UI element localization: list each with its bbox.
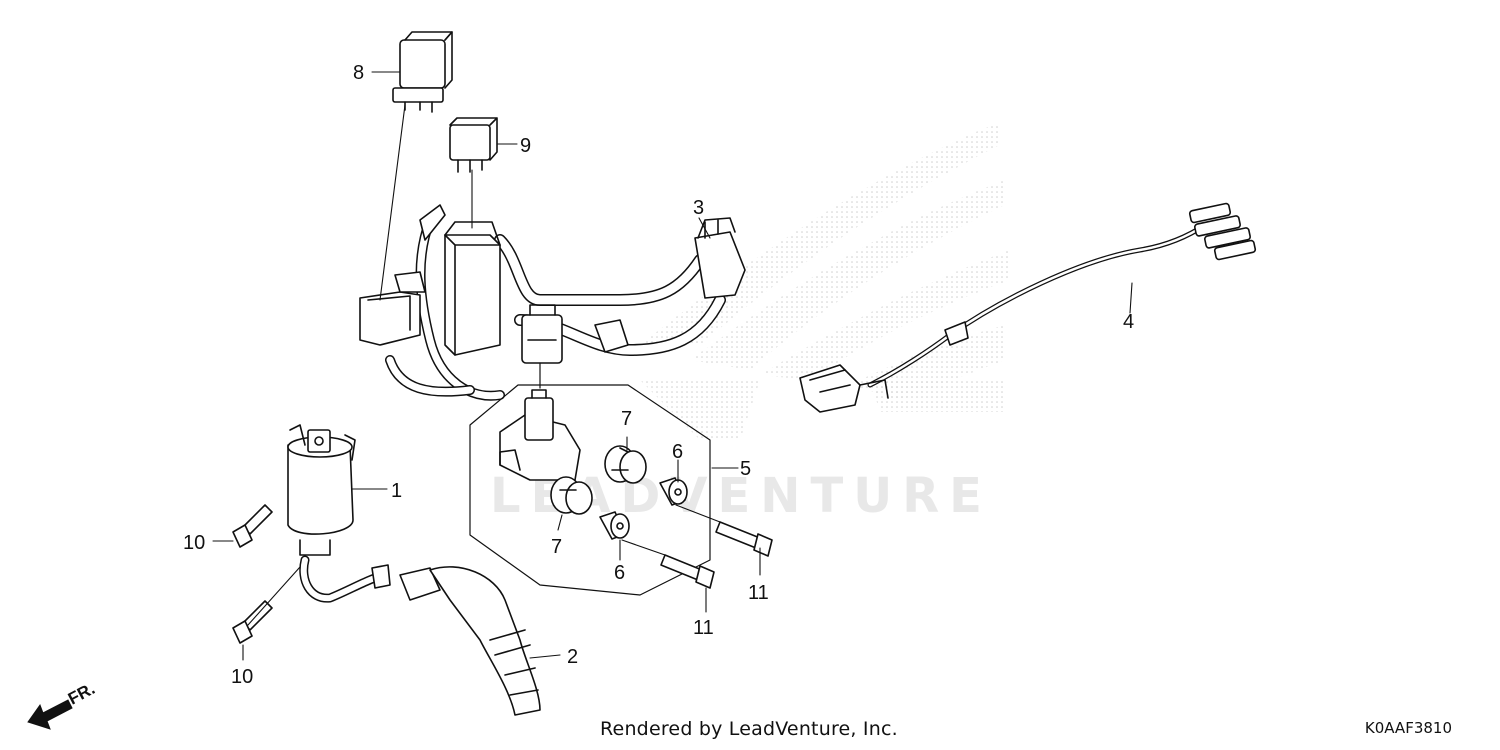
callout-9[interactable]: 9 (520, 135, 531, 157)
callout-1[interactable]: 1 (391, 480, 402, 502)
callout-7-lower[interactable]: 7 (551, 536, 562, 558)
callout-6-lower[interactable]: 6 (614, 562, 625, 584)
part-9-relay-icon[interactable] (449, 117, 498, 173)
part-8-relay-icon[interactable] (392, 31, 453, 113)
part-10-bolt-icon-lower[interactable] (232, 600, 273, 644)
callout-11-lower[interactable]: 11 (693, 617, 714, 639)
callout-10-upper[interactable]: 10 (183, 532, 205, 554)
part-1-ignition-coil-icon[interactable] (287, 424, 391, 603)
part-5-bracket-icon[interactable] (469, 362, 711, 596)
leader-lines (212, 71, 1133, 661)
callout-11-right[interactable]: 11 (748, 582, 769, 604)
part-10-bolt-icon[interactable] (232, 504, 273, 548)
callout-2[interactable]: 2 (567, 646, 578, 668)
callout-10-lower[interactable]: 10 (231, 666, 253, 688)
part-11-bolt-icon[interactable] (715, 521, 773, 557)
part-6-collar-icon[interactable] (659, 477, 688, 506)
front-direction-indicator: FR. (27, 679, 98, 730)
front-arrow-icon (27, 699, 73, 730)
callout-labels: 1 2 3 4 5 6 6 7 7 8 9 10 10 11 11 (183, 62, 1134, 688)
callout-5[interactable]: 5 (740, 458, 751, 480)
part-7-grommet-icon[interactable] (604, 445, 647, 484)
rendered-by-credit: Rendered by LeadVenture, Inc. (600, 718, 898, 740)
part-2-spark-plug-cap-icon[interactable] (399, 566, 541, 716)
part-main-wire-harness-icon[interactable] (359, 204, 746, 401)
callout-3[interactable]: 3 (693, 197, 704, 219)
callout-7-upper[interactable]: 7 (621, 408, 632, 430)
callout-8[interactable]: 8 (353, 62, 364, 84)
part-11-bolt-icon-lower[interactable] (660, 554, 715, 589)
part-7-grommet-icon-lower[interactable] (550, 476, 593, 515)
callout-4[interactable]: 4 (1123, 311, 1134, 333)
part-4-sub-harness-icon[interactable] (799, 202, 1257, 413)
callout-6-upper[interactable]: 6 (672, 441, 683, 463)
part-6-collar-icon-lower[interactable] (599, 511, 630, 540)
diagram-code: K0AAF3810 (1364, 719, 1452, 737)
